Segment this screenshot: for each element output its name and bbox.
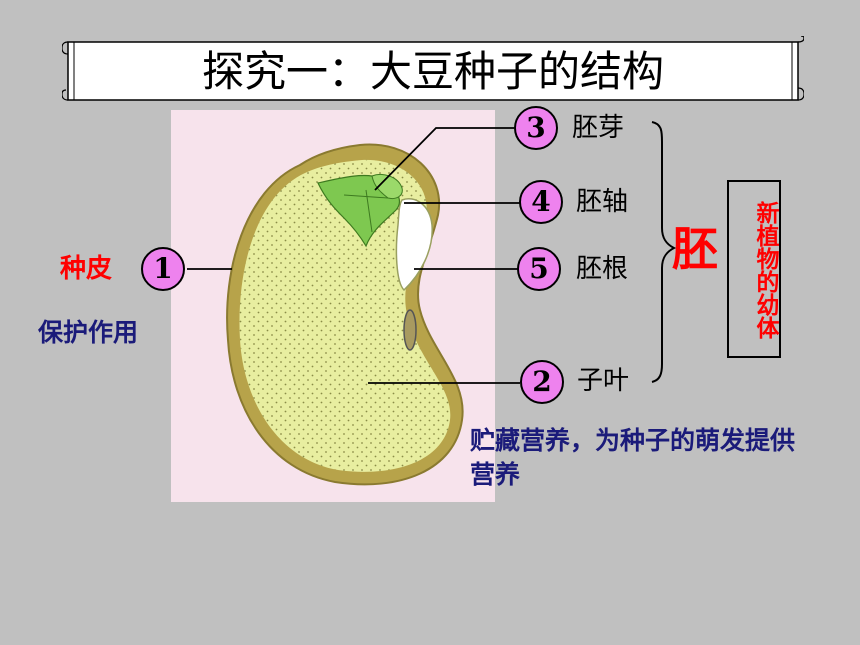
radicle-label: 胚根 <box>576 254 629 284</box>
leader-line-plumule <box>374 127 514 191</box>
number-circle-plumule: 3 <box>514 106 558 150</box>
embryo-brace <box>651 121 677 383</box>
number-circle-radicle: 5 <box>517 247 561 291</box>
seed-coat-function-text: 保护作用 <box>38 318 139 347</box>
cotyledon-label: 子叶 <box>577 366 630 396</box>
radicle-shape <box>395 198 433 292</box>
embryo-label: 胚 <box>672 222 718 276</box>
page-title: 探究一：大豆种子的结构 <box>201 47 664 96</box>
number-circle-seed-coat: 1 <box>141 247 185 291</box>
title-scroll-banner <box>62 36 804 101</box>
number-circle-hypocotyl: 4 <box>519 180 563 224</box>
cotyledon-function-text: 贮藏营养，为种子的萌发提供营养 <box>470 426 796 489</box>
embryo-note-box <box>727 180 781 358</box>
plumule-label: 胚芽 <box>572 113 625 143</box>
hilum-shape <box>403 309 417 351</box>
embryo-note-text: 新植物的幼体 <box>752 201 778 339</box>
seed-coat-label: 种皮 <box>60 254 113 284</box>
number-circle-cotyledon: 2 <box>520 360 564 404</box>
hypocotyl-label: 胚轴 <box>576 187 629 217</box>
